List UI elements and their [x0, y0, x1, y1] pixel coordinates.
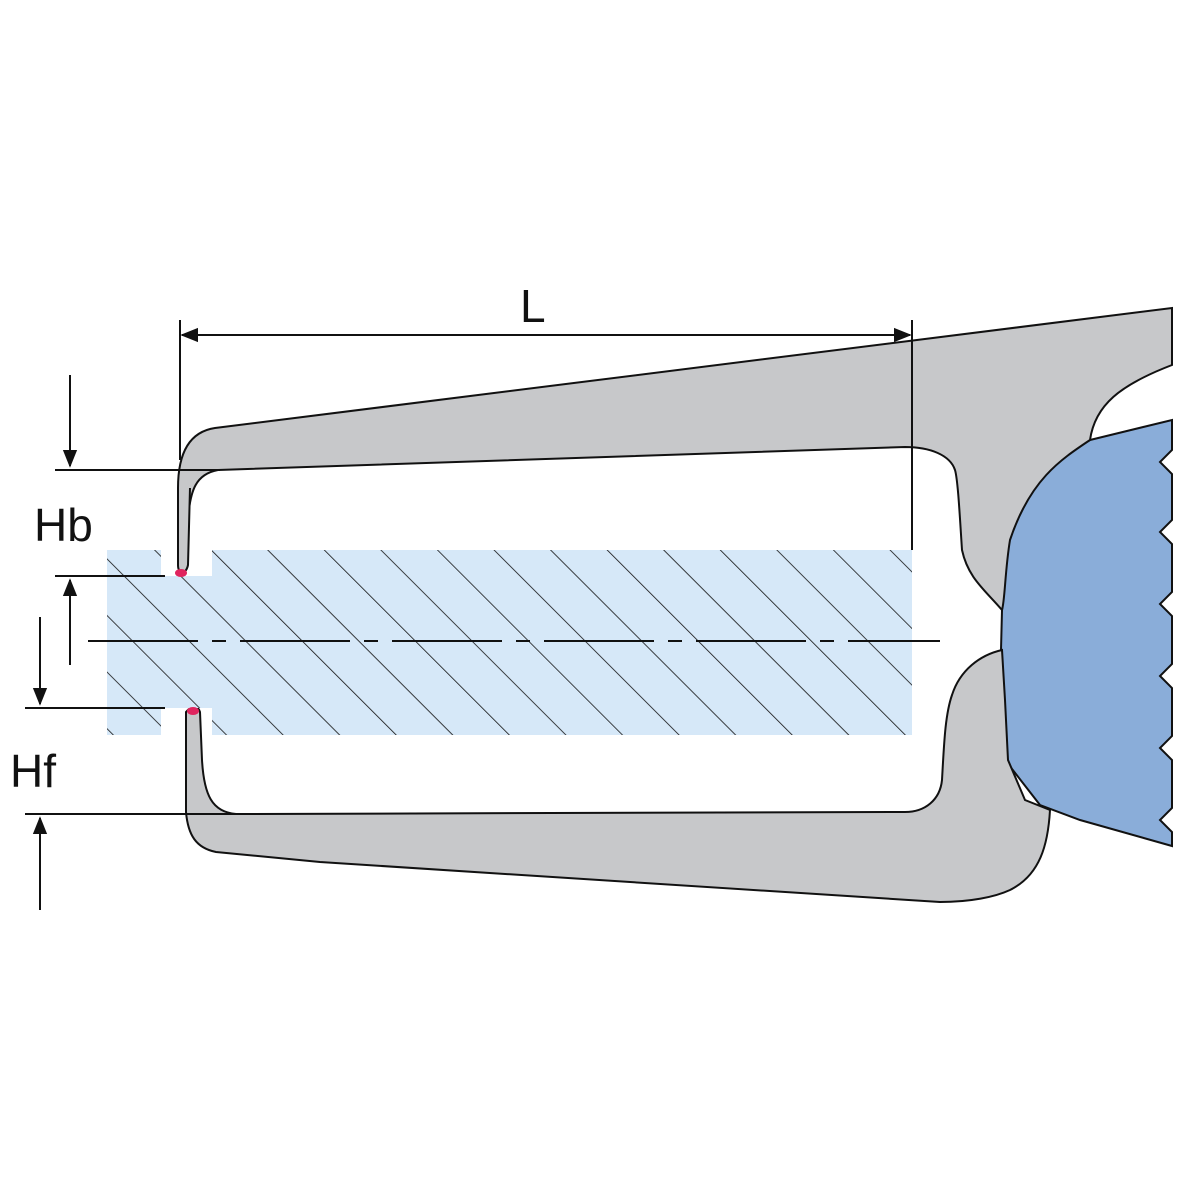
upper-contact-point	[175, 569, 187, 577]
workpiece	[107, 550, 912, 735]
front-height-label: Hf	[10, 745, 56, 797]
back-height-label: Hb	[34, 499, 93, 551]
workpiece-hatching	[107, 550, 912, 735]
length-label: L	[520, 280, 546, 332]
upper-arm	[177, 306, 1173, 613]
lower-arm	[185, 648, 1052, 904]
lower-contact-point	[187, 707, 199, 715]
upper-measuring-tip	[177, 487, 191, 574]
